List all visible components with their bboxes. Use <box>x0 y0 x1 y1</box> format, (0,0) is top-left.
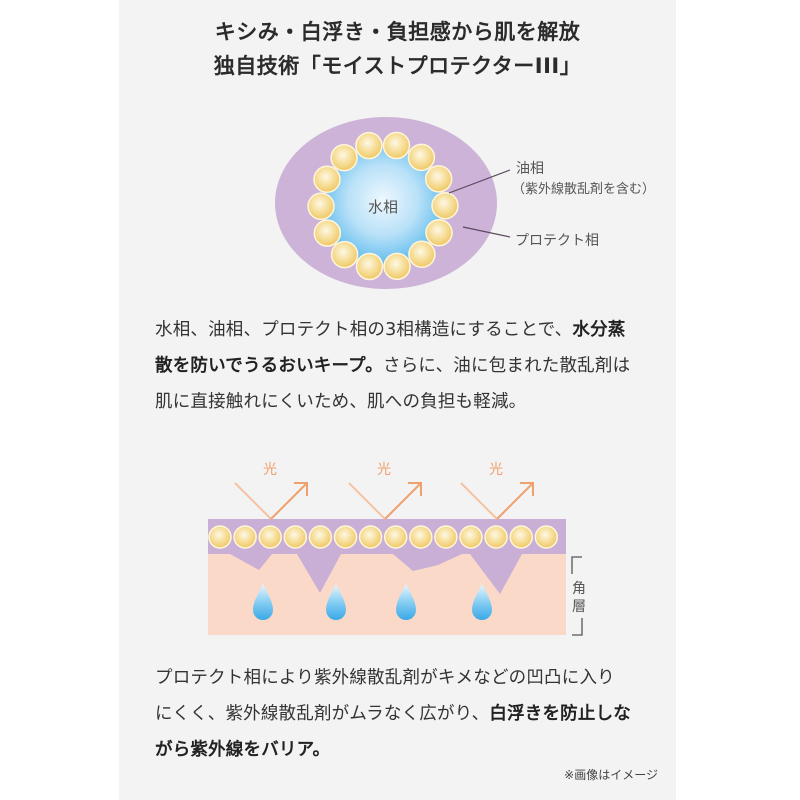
image-disclaimer: ※画像はイメージ <box>564 768 658 782</box>
oil-ball <box>534 525 559 549</box>
description-paragraph-2: プロテクト相により紫外線散乱剤がキメなどの凹凸に入り にくく、紫外線散乱剤がムラ… <box>155 660 655 768</box>
oil-ball <box>409 525 433 549</box>
p1-line2-emphasis: 散を防いでうるおいキープ。 <box>155 356 383 376</box>
oil-ball <box>383 252 411 281</box>
headline-line-1: キシみ・白浮き・負担感から肌を解放 <box>214 20 581 44</box>
oil-ball <box>208 525 232 549</box>
content-panel: キシみ・白浮き・負担感から肌を解放 独自技術「モイストプロテクターIII」 水相… <box>119 0 676 800</box>
light-arrow-icon <box>460 482 534 520</box>
skin-layer-diagram: 光 光 光 角 層 <box>208 462 586 636</box>
description-paragraph-1: 水相、油相、プロテクト相の3相構造にすることで、水分蒸 散を防いでうるおいキープ… <box>155 312 655 420</box>
headline-line-2: 独自技術「モイストプロテクターIII」 <box>213 54 582 78</box>
oil-ball <box>355 252 384 281</box>
water-phase-core <box>325 148 441 264</box>
oil-ball <box>330 143 358 172</box>
oil-ball <box>313 165 341 194</box>
water-drop-icon <box>326 584 346 620</box>
layer-oil-balls <box>208 525 559 549</box>
oil-ball <box>358 525 383 549</box>
oil-phase-label: 油相 <box>516 161 544 177</box>
water-drop-icon <box>472 584 492 620</box>
light-arrow-icon <box>348 482 422 520</box>
oil-ball <box>283 525 308 549</box>
stratum-label-bottom: 層 <box>572 599 586 615</box>
oil-ball <box>313 219 342 247</box>
oil-ball <box>484 525 508 549</box>
protect-phase-label: プロテクト相 <box>515 233 599 249</box>
p2-line2-emphasis: 白浮きを防止しな <box>489 704 631 724</box>
oil-ball <box>424 165 453 193</box>
oil-ball <box>509 525 533 549</box>
oil-phase-balls <box>307 131 459 281</box>
p1-line1-text: 水相、油相、プロテクト相の3相構造にすることで、 <box>155 320 573 340</box>
three-phase-oval-diagram: 水相 <box>275 117 511 289</box>
oil-ball <box>383 525 408 549</box>
water-drops <box>253 584 492 620</box>
p2-line3-emphasis: がら紫外線をバリア。 <box>155 740 331 760</box>
oil-leader-line <box>448 169 511 194</box>
oil-ball <box>330 240 359 269</box>
oil-ball <box>434 525 458 549</box>
light-reflection-arrows <box>234 482 534 520</box>
light-label: 光 <box>377 462 391 478</box>
stratum-label-top: 角 <box>572 581 586 597</box>
p1-line1-emphasis: 水分蒸 <box>572 320 626 340</box>
protect-leader-line <box>462 226 511 238</box>
p1-line3-text: 肌に直接触れにくいため、肌への負担も軽減。 <box>155 392 527 412</box>
oil-ball <box>307 192 335 221</box>
oil-ball <box>355 131 383 160</box>
oil-ball <box>382 131 411 160</box>
oil-ball <box>233 525 257 549</box>
oil-ball <box>258 525 282 549</box>
p2-line2-text: にくく、紫外線散乱剤がムラなく広がり、 <box>155 704 490 724</box>
light-arrow-icon <box>234 482 308 520</box>
stratum-bracket <box>571 556 583 636</box>
water-drop-icon <box>396 584 416 620</box>
water-phase-label: 水相 <box>368 198 398 216</box>
oil-ball <box>408 240 436 269</box>
oil-ball <box>333 525 358 549</box>
oil-ball <box>459 525 483 549</box>
oil-ball <box>431 191 459 220</box>
water-drop-icon <box>253 584 273 620</box>
oil-phase-sublabel: （紫外線散乱剤を含む） <box>512 182 656 197</box>
p2-line1-text: プロテクト相により紫外線散乱剤がキメなどの凹凸に入り <box>155 668 615 688</box>
oil-ball <box>308 525 333 549</box>
light-label: 光 <box>263 462 277 478</box>
p1-line2-text: さらに、油に包まれた散乱剤は <box>383 356 631 376</box>
oil-ball <box>425 218 453 247</box>
oil-ball <box>407 143 436 172</box>
light-label: 光 <box>489 462 503 478</box>
